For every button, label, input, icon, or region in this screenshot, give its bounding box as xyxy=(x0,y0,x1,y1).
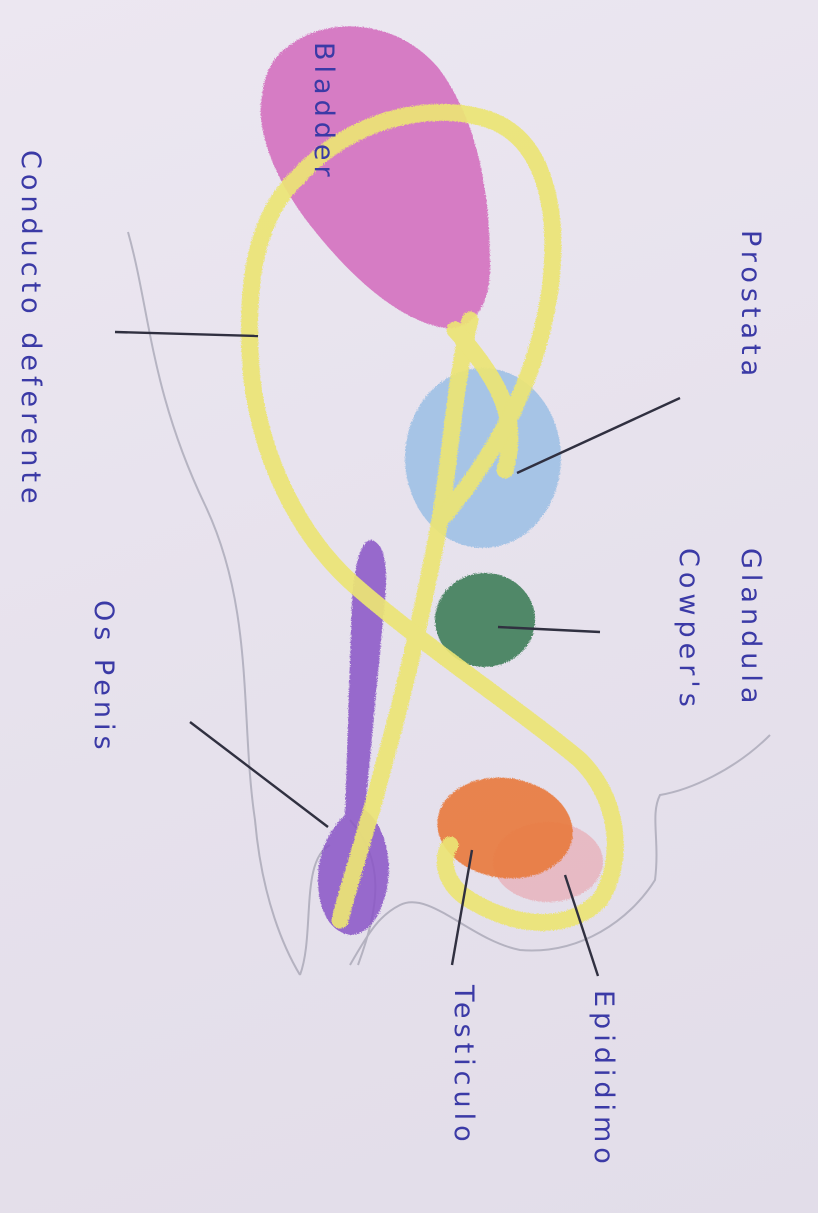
label-cowpers-line1: Glandula xyxy=(735,548,766,708)
label-prostate: Prostata xyxy=(735,230,766,381)
label-cowpers-line2: Cowper's xyxy=(673,548,704,712)
label-epididymis: Epididimo xyxy=(588,990,619,1169)
label-os-penis: Os Penis xyxy=(88,600,119,755)
leader-vas-deferens xyxy=(115,332,258,336)
leader-os-penis xyxy=(190,722,328,827)
label-bladder: Bladder xyxy=(308,42,339,182)
label-vas-deferens: Conducto deferente xyxy=(15,150,46,509)
label-testicle: Testiculo xyxy=(448,984,479,1147)
